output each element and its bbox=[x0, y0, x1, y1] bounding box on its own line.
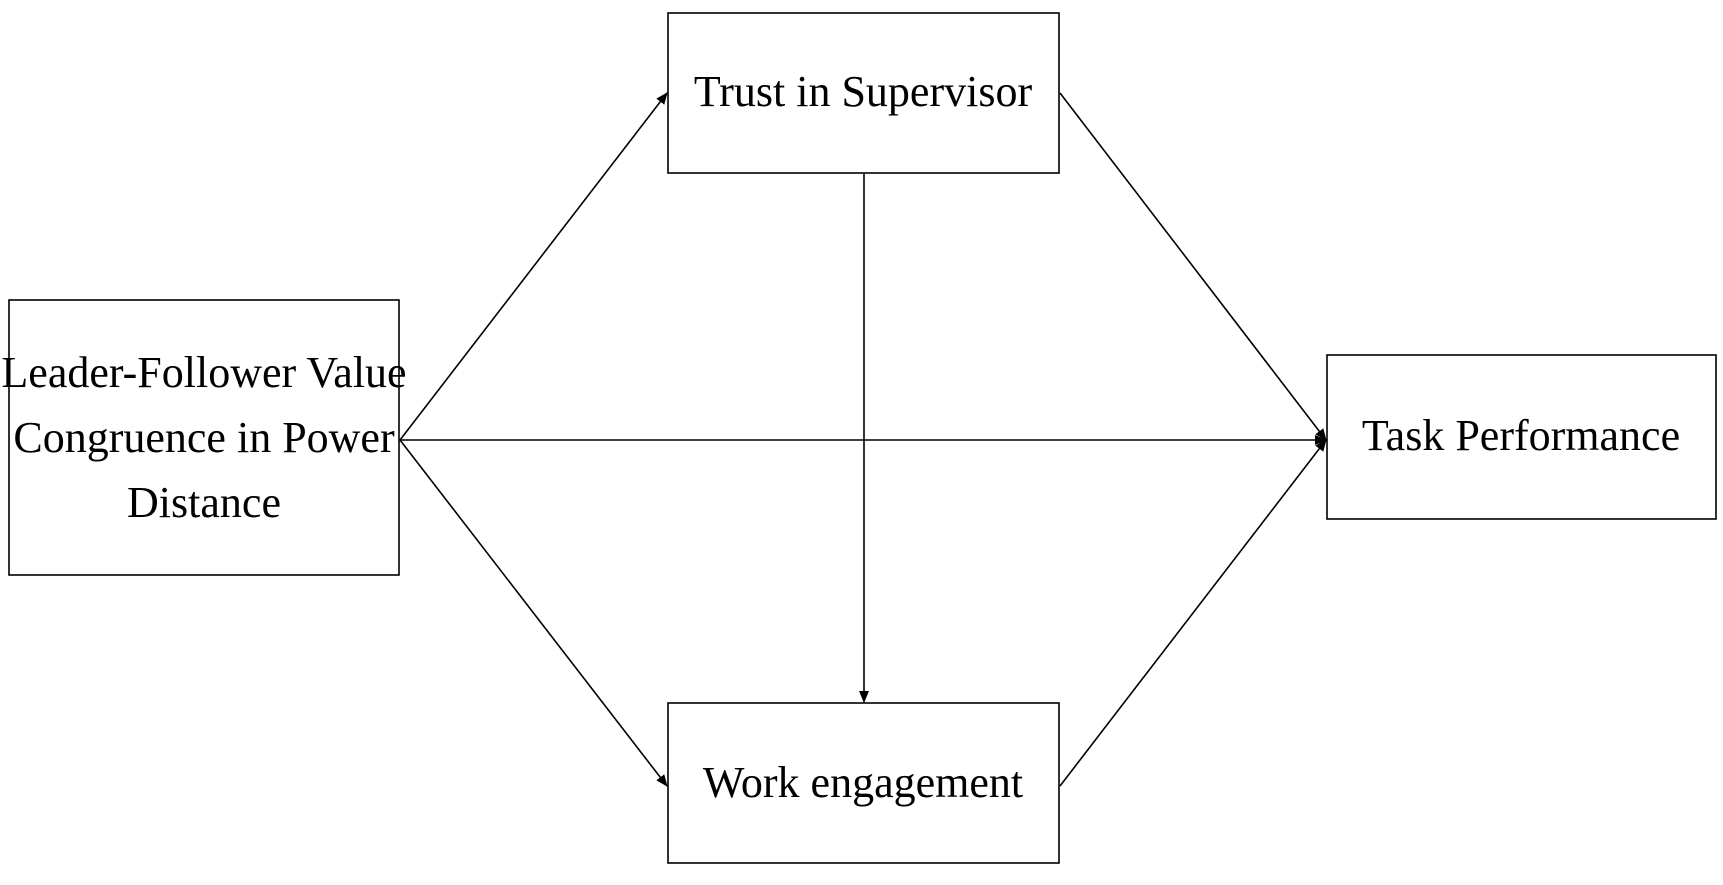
node-performance: Task Performance bbox=[1326, 354, 1717, 520]
node-engagement-label: Work engagement bbox=[703, 758, 1023, 807]
node-predictor-label-line-2: Congruence in Power bbox=[13, 413, 395, 462]
node-trust: Trust in Supervisor bbox=[667, 12, 1060, 174]
node-predictor-box bbox=[8, 299, 400, 576]
edges bbox=[399, 92, 1327, 787]
edge-trust-to-performance bbox=[1059, 92, 1327, 441]
edge-engagement-to-performance bbox=[1059, 439, 1327, 787]
node-trust-box bbox=[667, 12, 1060, 174]
node-engagement-box bbox=[667, 702, 1060, 864]
node-performance-box bbox=[1326, 354, 1717, 520]
edge-predictor-to-trust bbox=[399, 92, 668, 441]
node-predictor-label-line-3: Distance bbox=[127, 478, 281, 527]
node-engagement: Work engagement bbox=[667, 702, 1060, 864]
node-trust-label: Trust in Supervisor bbox=[694, 67, 1033, 116]
edge-predictor-to-engagement bbox=[399, 439, 668, 787]
node-predictor: Leader-Follower Value Congruence in Powe… bbox=[1, 299, 407, 576]
node-performance-label: Task Performance bbox=[1362, 411, 1680, 460]
node-predictor-label-line-1: Leader-Follower Value bbox=[1, 348, 406, 397]
